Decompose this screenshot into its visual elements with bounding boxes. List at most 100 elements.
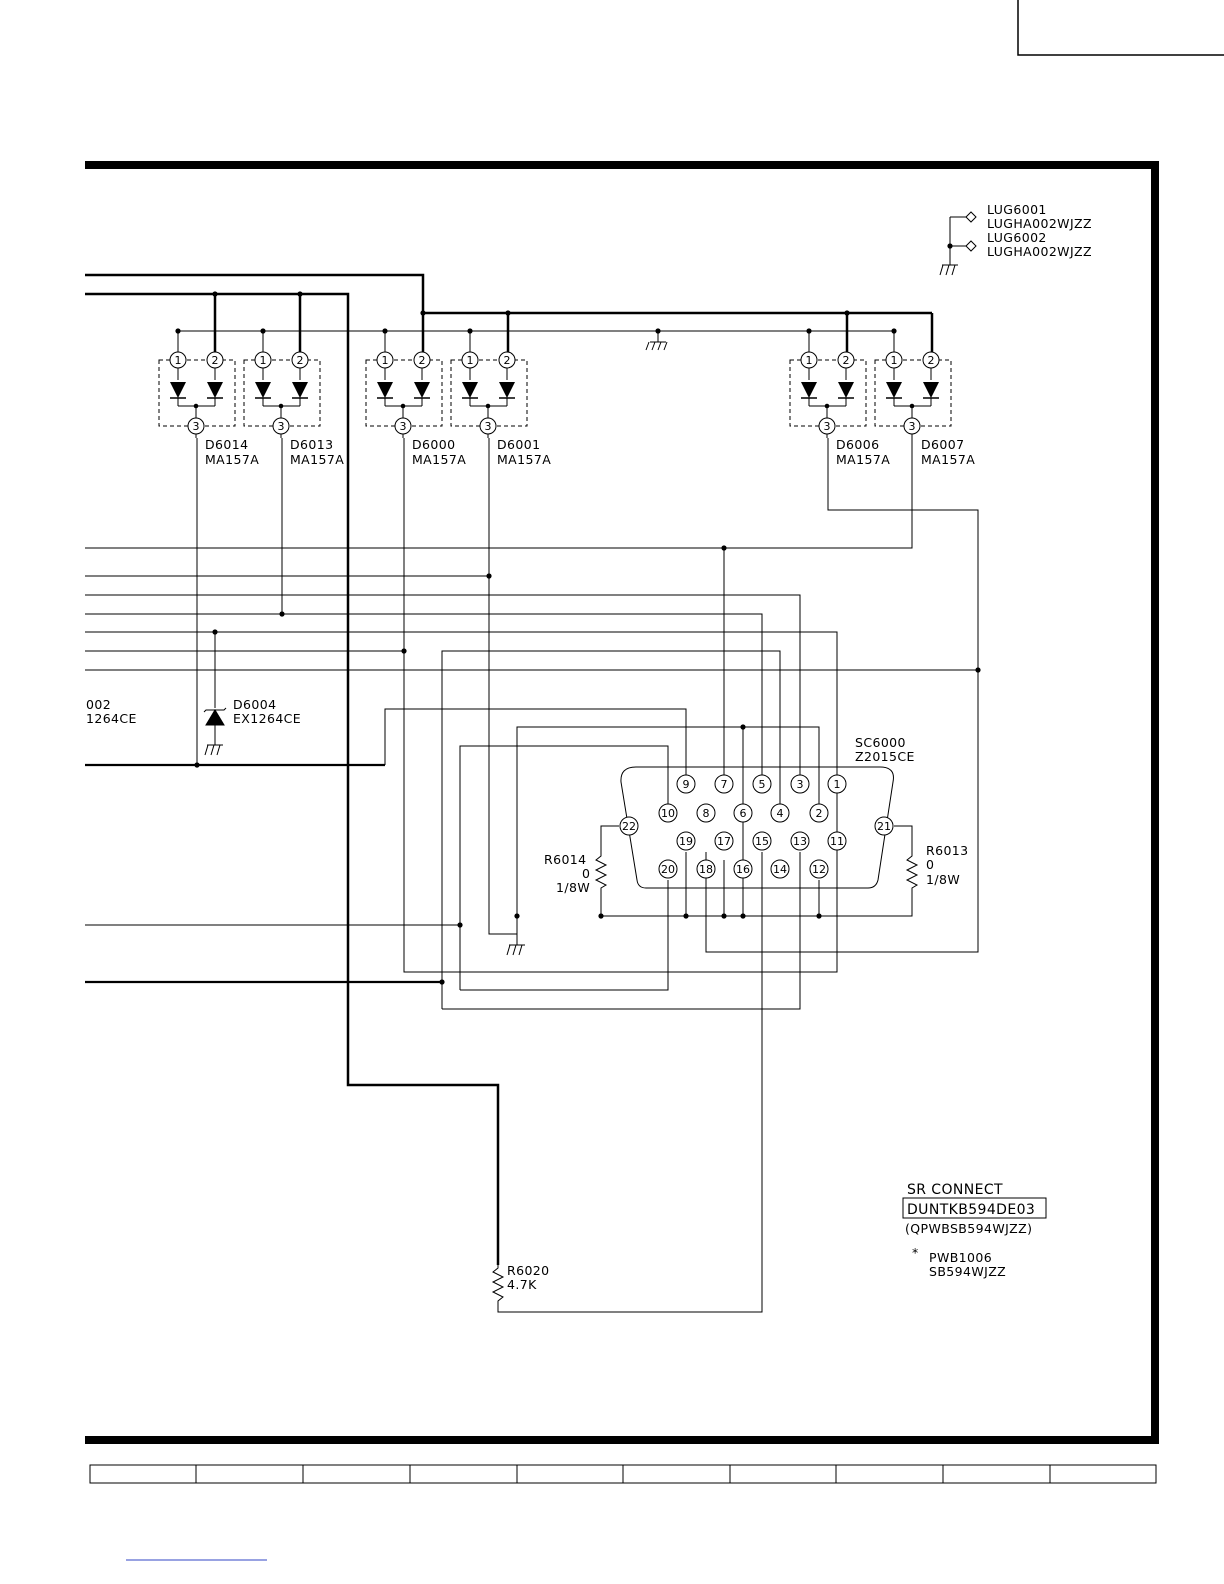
diode-pin-label: 3 [824,420,831,433]
connector-pin: 1 [827,774,847,794]
junction-dot [382,328,388,334]
connector-pin-label: 22 [622,820,636,833]
bottom-grid-bar [89,1464,1157,1484]
connector-pin-label: 1 [834,778,841,791]
diode-pin-label: 1 [260,354,267,367]
connector-pin-label: 11 [830,835,844,848]
power-buses [85,273,934,1265]
connector-pin-label: 16 [736,863,750,876]
board-code-box [902,1197,1047,1219]
d6000-ref: D6000 [412,437,455,452]
junction-dot [212,291,218,297]
sc6000-ref: SC6000 [855,735,906,750]
d6001-part: MA157A [497,452,551,467]
connector-pin: 12 [809,859,829,879]
diode-pin-label: 3 [278,420,285,433]
junction-dot [975,667,981,673]
connector-pin: 14 [770,859,790,879]
pwb-star: * [912,1245,919,1260]
lug6002-part: LUGHA002WJZZ [987,244,1092,259]
d6004-part: EX1264CE [233,711,301,726]
connector-pin-label: 4 [777,807,784,820]
connector-pin: 13 [790,831,810,851]
junction-dot [194,762,200,768]
r6014-value: 0 [582,866,590,881]
resistor-symbols [491,850,919,1305]
connector-pin-label: 20 [661,863,675,876]
junction-dot [683,913,689,919]
d6006-part: MA157A [836,452,890,467]
connector-pin: 18 [696,859,716,879]
pwb-ref: PWB1006 [929,1250,992,1265]
diode-pin-label: 1 [175,354,182,367]
junction-dot [947,243,953,249]
junction-dot [844,310,850,316]
junction-dot [891,328,897,334]
junction-dot [721,545,727,551]
board-title: SR CONNECT [907,1182,1003,1198]
connector-pin: 6 [733,803,753,823]
page-frame [85,0,1224,1444]
diode-pin-label: 1 [382,354,389,367]
d6007-ref: D6007 [921,437,964,452]
connector-pin: 2 [809,803,829,823]
connector-pin: 17 [714,831,734,851]
diode-pin-label: 3 [909,420,916,433]
diode-package-6: 1 2 3 [874,351,952,438]
junction-dot [420,310,426,316]
junction-dot [514,913,520,919]
connector-pin: 9 [676,774,696,794]
r6014-ref: R6014 [544,852,587,867]
d6001-ref: D6001 [497,437,540,452]
junction-dot [401,648,407,654]
r6020-value: 4.7K [507,1277,537,1292]
lug-symbols [939,211,977,276]
junction-dot [655,328,661,334]
board-alt-code: (QPWBSB594WJZZ) [905,1221,1032,1236]
lug6002-ref: LUG6002 [987,230,1047,245]
connector-pin: 10 [658,803,678,823]
ground-bus [177,330,895,352]
connector-pin: 16 [733,859,753,879]
connector-pin: 19 [676,831,696,851]
sc6000-part: Z2015CE [855,749,915,764]
connector-pin: 8 [696,803,716,823]
diode-package-4: 1 2 3 [450,351,528,438]
r6013-value: 0 [926,857,934,872]
connector-pin-label: 9 [683,778,690,791]
connector-pin-label: 8 [703,807,710,820]
connector-pin: 7 [714,774,734,794]
junction-dot [212,629,218,635]
d6000-part: MA157A [412,452,466,467]
d6007-part: MA157A [921,452,975,467]
diode-pin-label: 3 [485,420,492,433]
connector-side-pin: 21 [874,816,894,836]
d6014-part: MA157A [205,452,259,467]
d6014-ref: D6014 [205,437,248,452]
connector-pin-label: 21 [877,820,891,833]
lug6001-ref: LUG6001 [987,202,1047,217]
connector-pin-label: 15 [755,835,769,848]
connector-side-pin: 22 [619,816,639,836]
thick-left-lines [85,763,442,984]
connector-pin-label: 19 [679,835,693,848]
diode-pin-label: 2 [928,354,935,367]
connector-pin-label: 18 [699,863,713,876]
diode-pin-label: 1 [467,354,474,367]
diode-pin-label: 2 [843,354,850,367]
junction-dot [740,913,746,919]
connector-pin-label: 6 [740,807,747,820]
connector-pin: 15 [752,831,772,851]
connector-pin: 11 [827,831,847,851]
connector-pin-label: 13 [793,835,807,848]
junction-dot [279,611,285,617]
connector-pin-label: 17 [717,835,731,848]
connector-pin-label: 5 [759,778,766,791]
diode-pin-label: 1 [891,354,898,367]
diode-pin-label: 2 [504,354,511,367]
